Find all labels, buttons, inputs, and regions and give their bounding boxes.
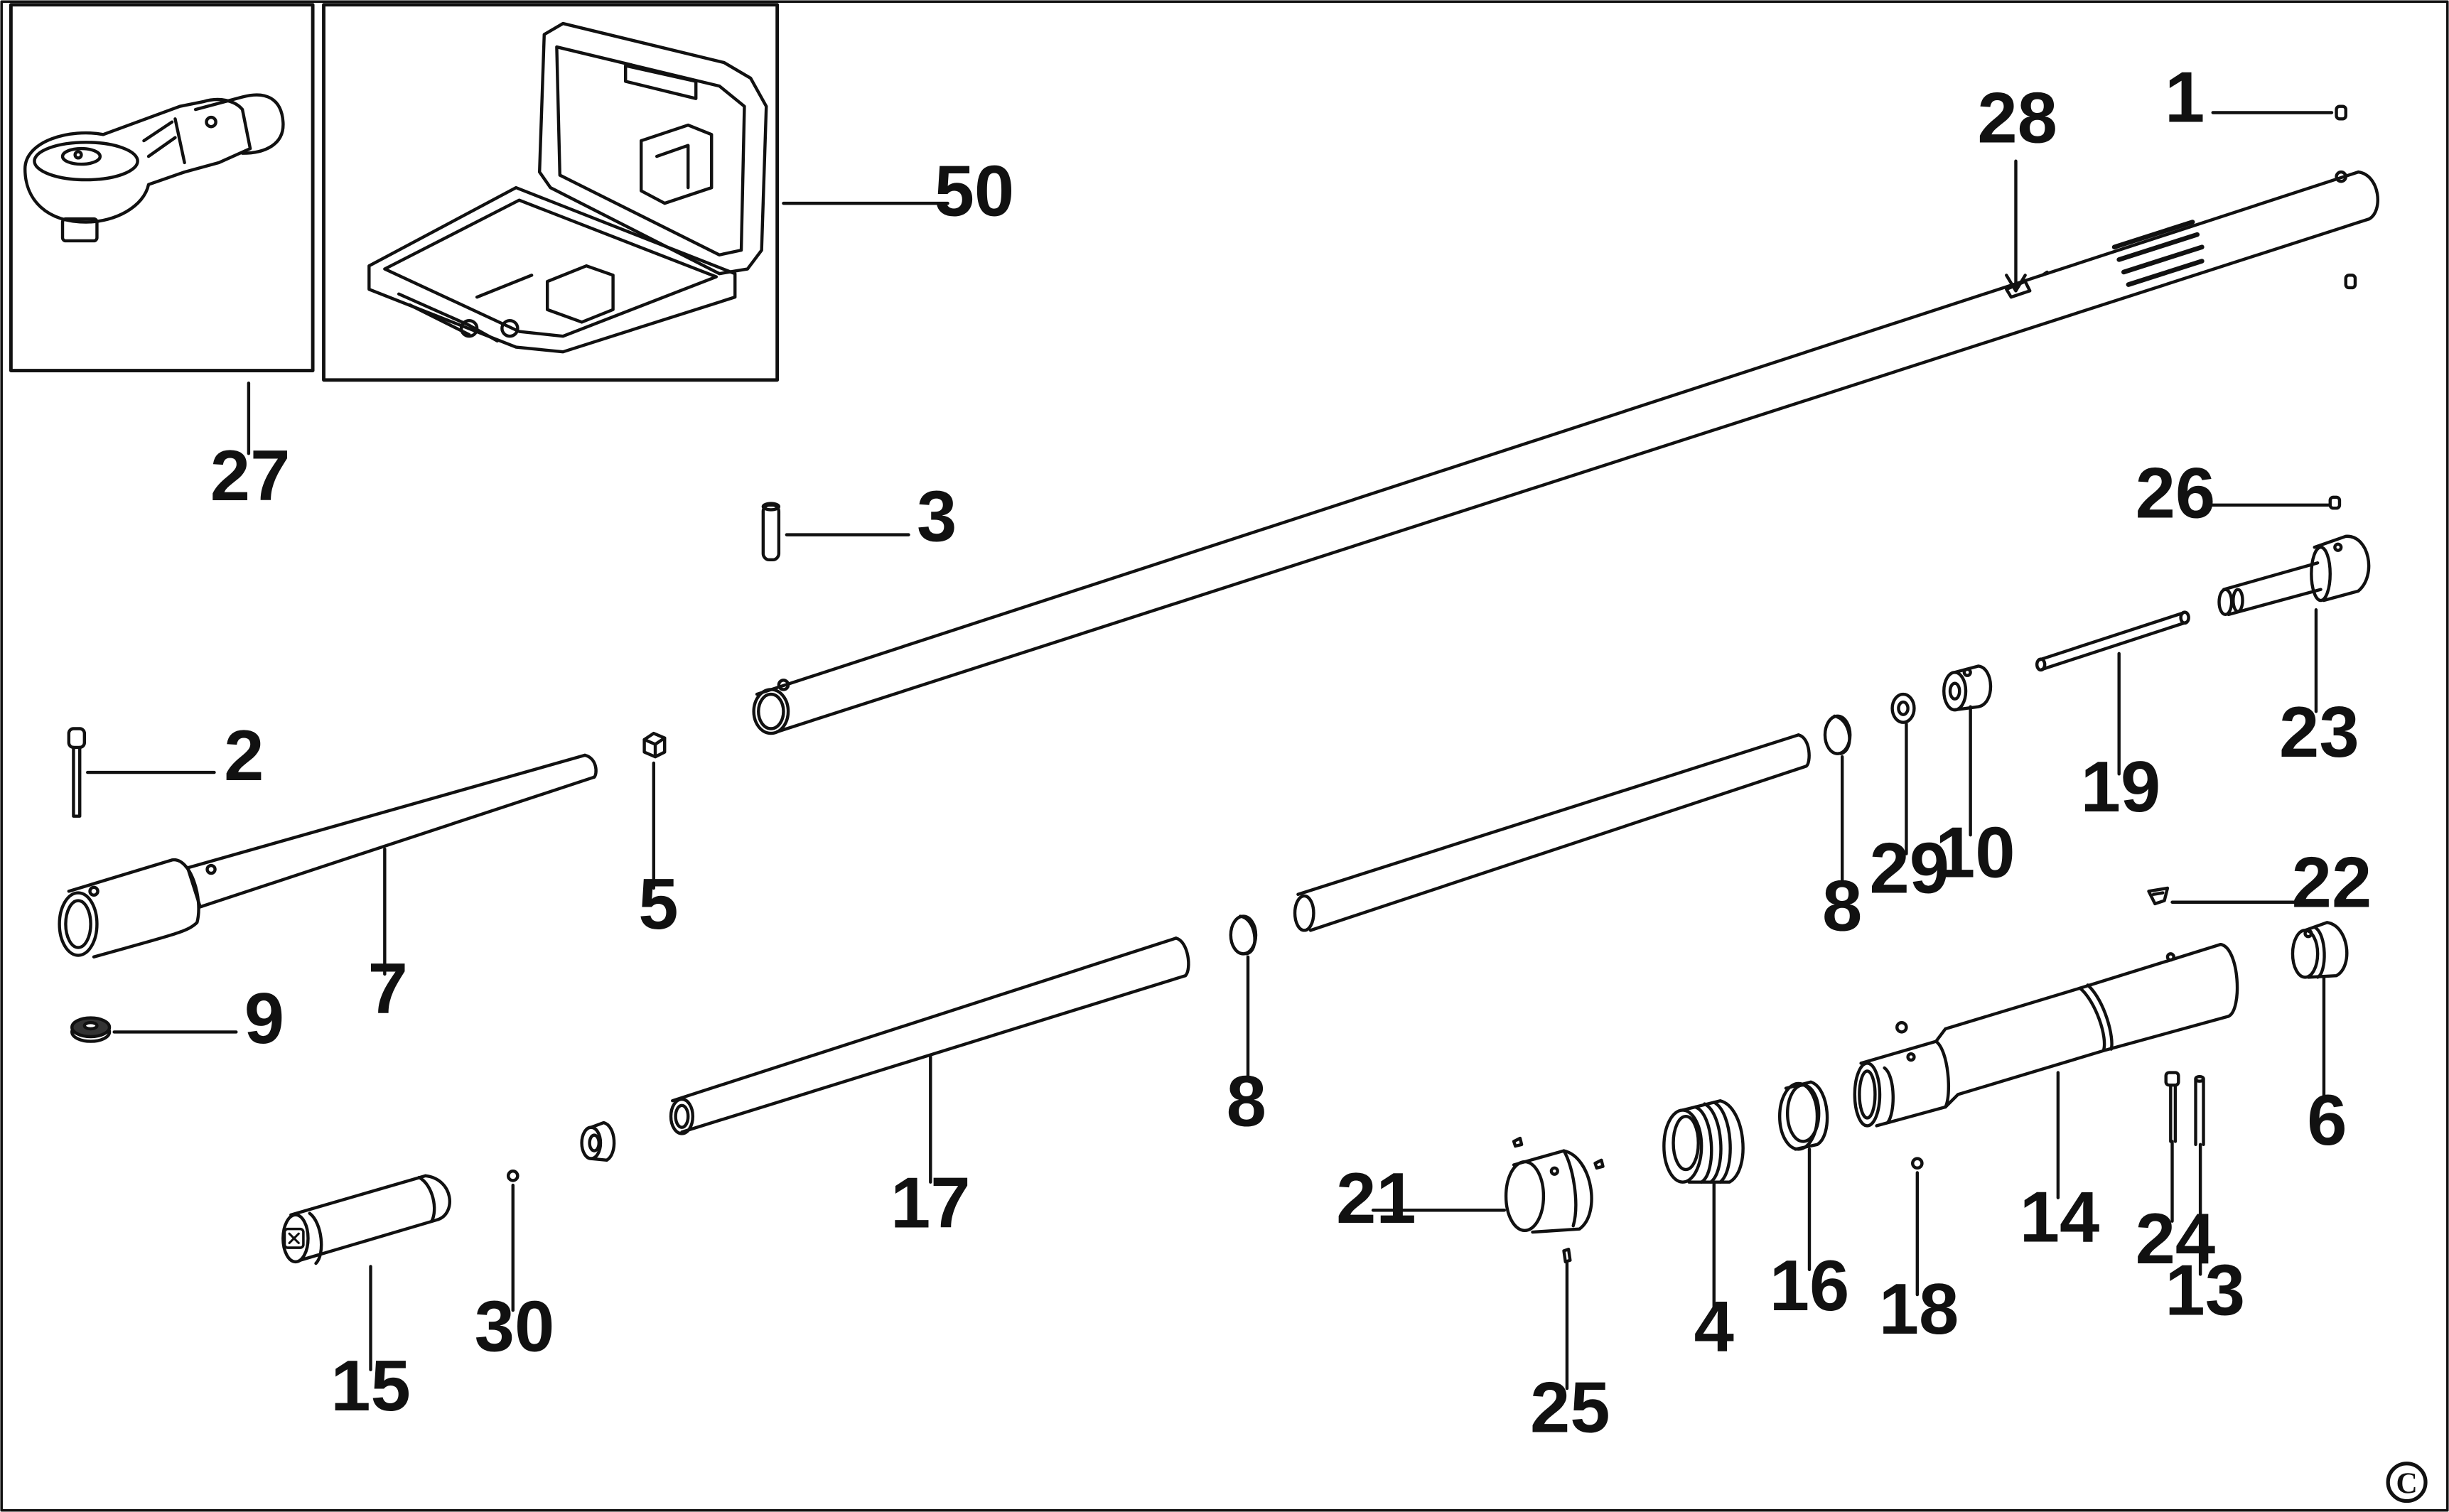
part-6-cap — [2291, 921, 2349, 979]
part-9-nut — [70, 1016, 112, 1043]
part-25-screw — [1562, 1248, 1572, 1264]
callout-29: 29 — [1870, 828, 1950, 909]
callouts: 1 28 50 27 3 26 2 23 19 10 29 8 5 22 7 9… — [210, 58, 2372, 1448]
callout-2: 2 — [224, 716, 264, 796]
part-16-ring — [1777, 1080, 1829, 1151]
part-23-plunger — [2217, 534, 2371, 617]
leader-lines — [86, 111, 2334, 1390]
callout-22: 22 — [2292, 842, 2372, 922]
part-8-disc-upper — [1823, 714, 1852, 755]
callout-7: 7 — [368, 949, 408, 1029]
part-21-end-cap — [1504, 1149, 1593, 1234]
callout-24: 24 — [2136, 1199, 2216, 1279]
callout-27: 27 — [210, 436, 291, 516]
part-1-pin — [2335, 104, 2347, 121]
part-inner-tube-upper — [1293, 733, 1811, 932]
callout-18: 18 — [1879, 1269, 1959, 1349]
part-ball-small — [1895, 1020, 1908, 1034]
callout-28: 28 — [1977, 77, 2057, 158]
part-2-bolt — [67, 727, 87, 818]
part-plug — [580, 1120, 616, 1162]
part-18-ball — [1911, 1157, 1924, 1170]
part-5-block — [642, 731, 667, 759]
part-13-pin — [2194, 1074, 2205, 1147]
callout-19: 19 — [2081, 747, 2161, 827]
inset-ratchet-head — [9, 3, 315, 372]
callout-4: 4 — [1694, 1286, 1734, 1366]
callout-10: 10 — [1935, 813, 2015, 893]
callout-13: 13 — [2165, 1251, 2245, 1331]
part-8-disc-lower — [1229, 914, 1258, 956]
copyright-letter: C — [2396, 1468, 2417, 1501]
part-17-tube — [669, 936, 1190, 1135]
callout-3: 3 — [917, 476, 957, 556]
inset-carry-case — [322, 3, 780, 382]
part-19-rod — [2035, 610, 2190, 672]
callout-17: 17 — [890, 1162, 971, 1243]
callout-50: 50 — [935, 151, 1015, 232]
part-14-body — [1853, 942, 2239, 1128]
callout-14: 14 — [2020, 1177, 2100, 1257]
part-22-screw — [2147, 886, 2170, 906]
callout-8-lower: 8 — [1227, 1061, 1266, 1141]
part-30-ball — [506, 1170, 520, 1182]
part-10-collar — [1942, 664, 1993, 712]
callout-16: 16 — [1770, 1246, 1850, 1326]
callout-25: 25 — [1530, 1368, 1610, 1448]
callout-5: 5 — [638, 864, 678, 944]
callout-9: 9 — [244, 978, 284, 1059]
callout-30: 30 — [475, 1286, 555, 1366]
callout-1: 1 — [2165, 58, 2205, 138]
part-pin-small — [2344, 274, 2357, 290]
part-26-screw — [2328, 495, 2342, 510]
callout-23: 23 — [2279, 692, 2359, 772]
part-29-washer — [1890, 692, 1916, 724]
callout-6: 6 — [2307, 1080, 2347, 1160]
part-4-sleeve — [1662, 1099, 1745, 1184]
part-3-pin — [761, 502, 781, 562]
callout-8-upper: 8 — [1822, 865, 1862, 946]
part-15-grip — [281, 1174, 451, 1265]
part-24-bolt — [2164, 1071, 2180, 1143]
copyright-mark: C — [2386, 1462, 2428, 1503]
callout-21: 21 — [1336, 1158, 1416, 1238]
callout-26: 26 — [2136, 453, 2216, 533]
part-7-handle-tube — [58, 753, 598, 958]
callout-15: 15 — [330, 1346, 411, 1426]
part-21-grub-screw-a — [1512, 1136, 1524, 1148]
part-21-grub-screw-b — [1593, 1158, 1605, 1170]
part-main-tube — [752, 170, 2379, 735]
